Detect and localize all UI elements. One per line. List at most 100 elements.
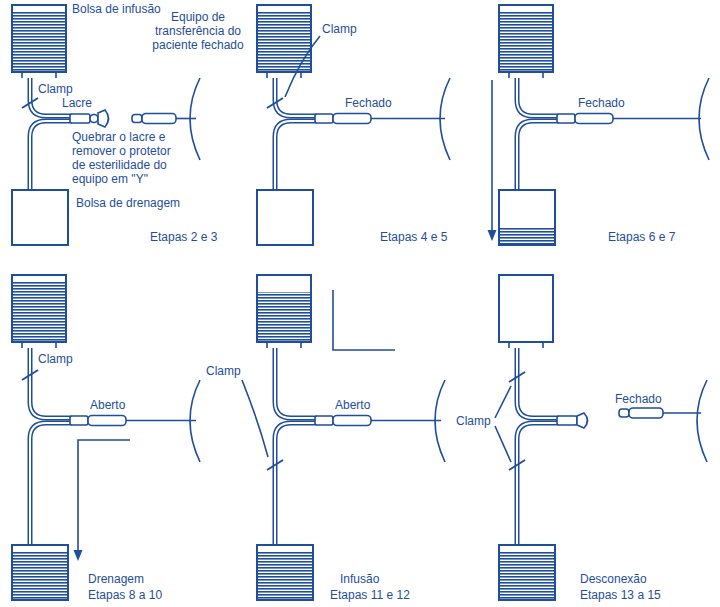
transfer-set bbox=[88, 416, 126, 426]
infusion-tube bbox=[30, 348, 72, 418]
state-label: Aberto bbox=[90, 398, 125, 412]
phase-label: Drenagem bbox=[88, 572, 144, 586]
tube-lumen bbox=[275, 121, 317, 190]
transfer-set bbox=[142, 114, 176, 124]
sterility-cap bbox=[577, 413, 588, 428]
arrow-head bbox=[488, 230, 497, 241]
clamp-mark bbox=[267, 460, 283, 470]
arrow-head bbox=[74, 550, 83, 561]
part-label: Clamp bbox=[322, 22, 357, 36]
drain-bag bbox=[12, 190, 68, 245]
infusion-bag bbox=[257, 275, 311, 342]
panel-3 bbox=[488, 5, 710, 245]
abdomen-wall bbox=[190, 78, 200, 160]
bag-fluid bbox=[258, 552, 312, 599]
tube-lumen bbox=[517, 121, 559, 190]
bag-fluid bbox=[258, 292, 310, 341]
transfer-set bbox=[333, 416, 371, 426]
part-label: Clamp bbox=[38, 352, 73, 366]
y-connector bbox=[315, 114, 333, 123]
drain-tube bbox=[30, 121, 72, 190]
drain-tube bbox=[275, 423, 317, 545]
part-label: Equipo de transferência do paciente fech… bbox=[148, 10, 248, 52]
tube-lumen bbox=[275, 78, 317, 116]
flow-arrow bbox=[78, 440, 130, 552]
catheter bbox=[663, 412, 701, 414]
y-connector bbox=[557, 416, 577, 425]
part-label: Clamp bbox=[206, 364, 241, 378]
bag-fluid bbox=[13, 12, 65, 71]
leader-line bbox=[495, 386, 511, 418]
flow-arrow bbox=[333, 290, 395, 350]
y-connector bbox=[70, 416, 88, 425]
catheter bbox=[613, 118, 701, 120]
sterility-cap bbox=[98, 110, 109, 127]
catheter bbox=[126, 420, 196, 422]
bag-fluid bbox=[500, 228, 554, 244]
infusion-tube bbox=[517, 348, 559, 418]
abdomen-wall bbox=[699, 78, 709, 160]
tube-lumen bbox=[275, 423, 317, 545]
clamp-mark bbox=[22, 370, 38, 380]
set-cap bbox=[619, 409, 629, 417]
panel-4 bbox=[12, 275, 200, 600]
state-label: Fechado bbox=[345, 96, 392, 110]
flow-arrow bbox=[491, 80, 493, 232]
state-label: Fechado bbox=[615, 392, 662, 406]
catheter bbox=[371, 420, 441, 422]
phase-label: Desconexão bbox=[580, 572, 647, 586]
part-label: Clamp bbox=[456, 414, 491, 428]
drain-bag bbox=[12, 545, 68, 600]
infusion-bag bbox=[12, 275, 66, 342]
bag-fluid bbox=[13, 552, 67, 599]
drain-bag bbox=[499, 190, 555, 245]
transfer-set bbox=[629, 408, 663, 418]
transfer-set bbox=[333, 114, 371, 124]
part-label: Bolsa de drenagem bbox=[76, 196, 180, 210]
bag-fluid bbox=[500, 552, 554, 599]
y-connector bbox=[70, 114, 90, 123]
drain-tube bbox=[517, 423, 559, 545]
tube-lumen bbox=[275, 348, 317, 418]
step-label: Etapas 4 e 5 bbox=[380, 230, 447, 244]
abdomen-wall bbox=[190, 380, 200, 462]
bag-fluid bbox=[13, 282, 65, 341]
infusion-bag bbox=[499, 275, 553, 342]
abdomen-wall bbox=[440, 78, 450, 160]
transfer-set bbox=[575, 114, 613, 124]
part-label: Bolsa de infusão bbox=[72, 2, 161, 16]
drain-tube bbox=[275, 121, 317, 190]
bag-fluid bbox=[500, 12, 552, 71]
leader-line bbox=[495, 426, 511, 462]
catheter bbox=[176, 118, 196, 120]
set-cap bbox=[132, 115, 142, 123]
tube-lumen bbox=[517, 348, 559, 418]
state-label: Aberto bbox=[335, 398, 370, 412]
step-label: Etapas 6 e 7 bbox=[608, 230, 675, 244]
abdomen-wall bbox=[697, 380, 707, 462]
y-connector bbox=[557, 114, 575, 123]
step-label: Etapas 11 e 12 bbox=[330, 588, 410, 602]
infusion-tube bbox=[275, 78, 317, 116]
bag-port bbox=[22, 342, 56, 348]
panel-5 bbox=[257, 275, 445, 600]
infusion-bag bbox=[12, 5, 66, 72]
tube-lumen bbox=[30, 348, 72, 418]
panel-6 bbox=[499, 275, 707, 600]
part-label: Lacre bbox=[62, 96, 92, 110]
abdomen-wall bbox=[435, 380, 445, 462]
drain-tube bbox=[30, 423, 72, 545]
step-label: Etapas 13 a 15 bbox=[580, 588, 661, 602]
tube-lumen bbox=[517, 423, 559, 545]
tube-lumen bbox=[30, 121, 72, 190]
bag-port bbox=[267, 342, 301, 348]
tube-lumen bbox=[30, 423, 72, 545]
drain-tube bbox=[517, 121, 559, 190]
leader-line bbox=[242, 380, 268, 457]
bag-port bbox=[22, 72, 56, 78]
panel-2 bbox=[257, 5, 450, 245]
drain-bag bbox=[257, 190, 313, 245]
state-label: Fechado bbox=[578, 96, 625, 110]
